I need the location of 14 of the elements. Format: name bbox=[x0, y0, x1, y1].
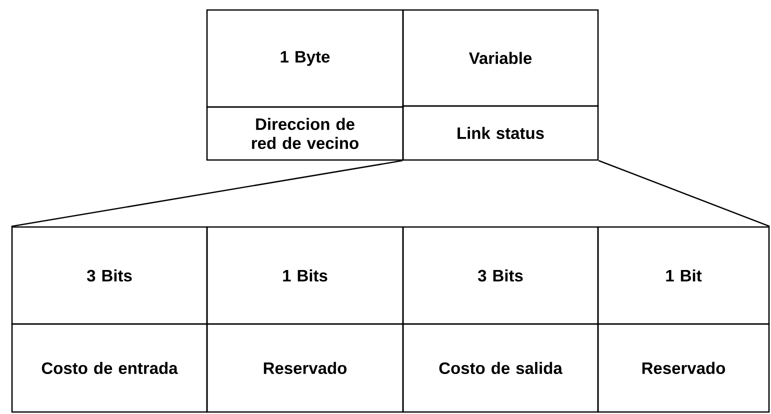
table-cell: Direccion de red de vecino bbox=[206, 106, 404, 161]
table-cell: Costo de salida bbox=[402, 323, 599, 413]
table-cell: Link status bbox=[402, 105, 599, 161]
table-cell: Costo de entrada bbox=[11, 323, 208, 413]
table-cell: 3 Bits bbox=[402, 226, 599, 325]
table-cell: 1 Bit bbox=[597, 226, 770, 325]
table-cell: Reservado bbox=[597, 323, 770, 413]
table-cell: 1 Bits bbox=[206, 226, 404, 325]
table-cell: 3 Bits bbox=[11, 226, 208, 325]
table-cell: 1 Byte bbox=[206, 9, 404, 108]
table-cell: Variable bbox=[402, 9, 599, 107]
expansion-line bbox=[11, 160, 402, 227]
table-cell: Reservado bbox=[206, 323, 404, 413]
expansion-line bbox=[598, 160, 770, 227]
